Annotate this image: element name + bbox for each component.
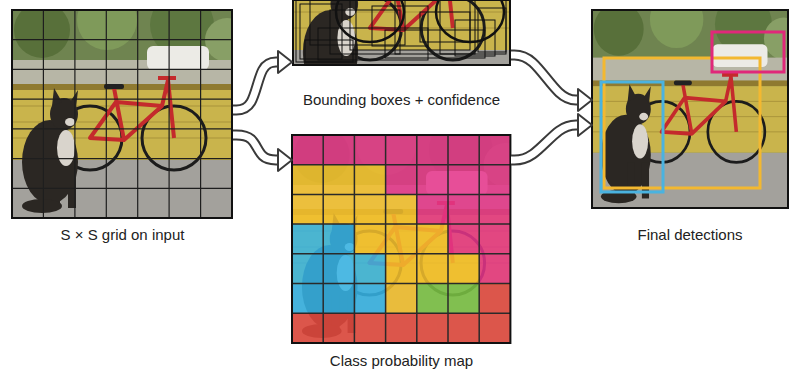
arrow-body — [511, 125, 579, 160]
image-panel: Final detections — [592, 10, 788, 246]
arrow-body — [233, 135, 279, 160]
arrow-head — [278, 51, 292, 73]
flow-arrow — [233, 51, 292, 110]
arrow-outline — [233, 62, 279, 110]
panel-caption: Final detections — [592, 226, 788, 244]
arrow-head — [278, 149, 292, 171]
arrow-outline — [511, 55, 579, 100]
arrow-outline — [511, 125, 579, 160]
arrow-outline — [233, 135, 279, 160]
panel-caption: Bounding boxes + confidence — [292, 91, 511, 109]
arrow-body — [511, 55, 579, 100]
input-image — [12, 0, 249, 218]
image-panel: S × S grid on input — [12, 10, 233, 246]
panel-caption: Class probability map — [292, 352, 511, 370]
arrow-body — [233, 62, 279, 110]
arrow-head — [578, 114, 592, 136]
boxes-image — [293, 0, 527, 108]
panel-caption: S × S grid on input — [12, 226, 233, 244]
flow-arrow — [511, 55, 592, 111]
flow-arrow — [511, 114, 592, 160]
class-map — [292, 115, 527, 343]
flow-arrow — [233, 135, 292, 171]
image-panel: Class probability map — [292, 135, 511, 372]
detections-image — [592, 0, 791, 208]
image-panel: Bounding boxes + confidence — [292, 0, 511, 111]
arrow-head — [578, 89, 592, 111]
